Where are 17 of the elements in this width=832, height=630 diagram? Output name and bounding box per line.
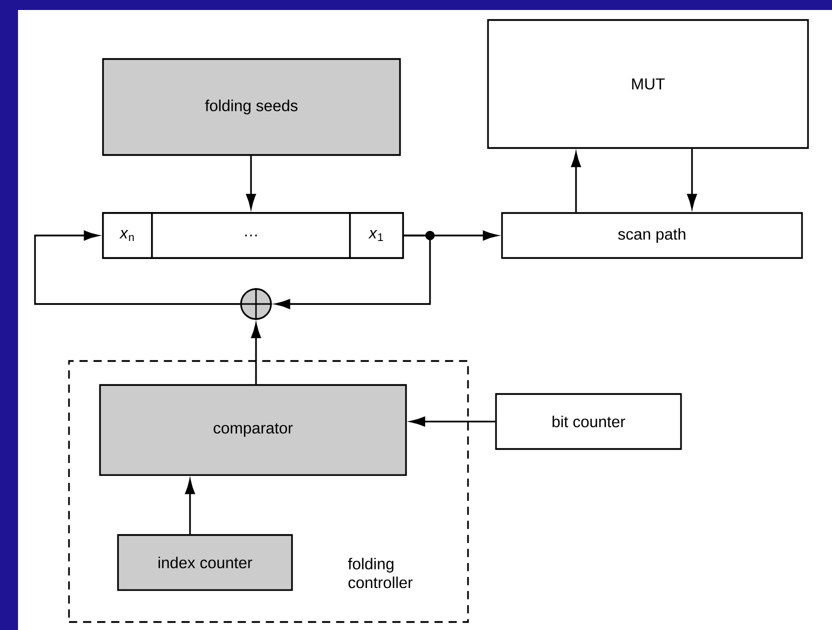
arrow (571, 152, 581, 212)
process-box: MUT (487, 19, 809, 149)
process-box: bit counter (495, 393, 682, 450)
arrow (251, 323, 261, 384)
process-box: comparator (99, 384, 407, 476)
arrow (410, 416, 496, 426)
register-cell: x$_{n}$ (102, 212, 153, 259)
register-cell: x$_{1}$ (349, 212, 404, 259)
xor-symbol (239, 287, 273, 321)
arrow (687, 148, 697, 209)
arrow (185, 479, 195, 534)
arrow (246, 156, 256, 209)
arrow (34, 230, 240, 305)
arrow (275, 234, 431, 309)
process-box: folding seeds (102, 58, 401, 156)
process-box: index counter (117, 534, 293, 591)
process-box: scan path (501, 212, 803, 259)
